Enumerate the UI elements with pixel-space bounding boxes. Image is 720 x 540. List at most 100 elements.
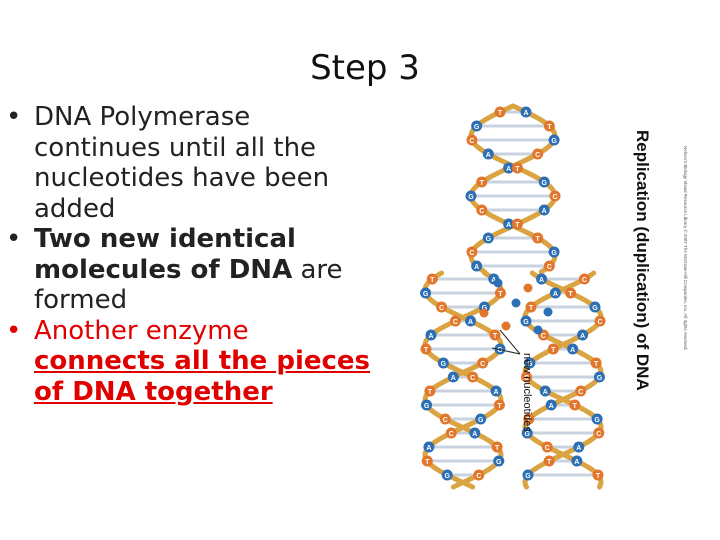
nucleotide-base bbox=[524, 357, 536, 369]
nucleotide-base bbox=[420, 287, 432, 299]
nucleotide-base bbox=[567, 343, 579, 355]
figure-credit: Nelson's Biology Visual Resource Library… bbox=[683, 146, 688, 351]
nucleotide-letter: T bbox=[573, 403, 578, 410]
nucleotide-letter: G bbox=[496, 459, 502, 466]
nucleotide-letter: G bbox=[597, 375, 603, 382]
nucleotide-letter: C bbox=[469, 250, 474, 257]
nucleotide-letter: G bbox=[482, 305, 488, 312]
nucleotide-base bbox=[489, 329, 501, 341]
nucleotide-letter: G bbox=[541, 180, 547, 187]
nucleotide-letter: C bbox=[547, 264, 552, 271]
nucleotide-base bbox=[465, 315, 477, 327]
nucleotide-letter: G bbox=[592, 305, 598, 312]
nucleotide-base bbox=[521, 427, 533, 439]
nucleotide-base bbox=[522, 469, 534, 481]
nucleotide-base bbox=[476, 204, 488, 216]
nucleotide-letter: A bbox=[472, 431, 477, 438]
nucleotide-letter: A bbox=[580, 333, 585, 340]
nucleotide-letter: T bbox=[547, 124, 552, 131]
nucleotide-letter: G bbox=[468, 194, 474, 201]
nucleotide-base bbox=[477, 357, 489, 369]
nucleotide-letter: A bbox=[574, 459, 579, 466]
nucleotide-base bbox=[449, 315, 461, 327]
nucleotide-base bbox=[547, 343, 559, 355]
nucleotide-base bbox=[424, 385, 436, 397]
nucleotide-letter: T bbox=[536, 236, 541, 243]
nucleotide-base bbox=[436, 301, 448, 313]
nucleotide-base bbox=[523, 413, 535, 425]
nucleotide-letter: A bbox=[570, 347, 575, 354]
free-nucleotide bbox=[479, 308, 489, 318]
nucleotide-letter: T bbox=[596, 473, 601, 480]
nucleotide-letter: G bbox=[497, 347, 503, 354]
nucleotide-letter: C bbox=[596, 431, 601, 438]
nucleotide-base bbox=[548, 134, 560, 146]
nucleotide-base bbox=[543, 455, 555, 467]
nucleotide-letter: G bbox=[523, 319, 529, 326]
nucleotide-letter: G bbox=[551, 138, 557, 145]
bullet-item: • DNA Polymerase continues until all the… bbox=[4, 102, 384, 224]
nucleotide-base bbox=[421, 399, 433, 411]
dna-strand bbox=[468, 103, 558, 275]
slide-title: Step 3 bbox=[310, 48, 420, 88]
nucleotide-letter: C bbox=[476, 473, 481, 480]
nucleotide-letter: C bbox=[578, 389, 583, 396]
nucleotide-letter: T bbox=[428, 389, 433, 396]
label-pointer bbox=[499, 329, 521, 355]
nucleotide-letter: C bbox=[535, 152, 540, 159]
nucleotide-base bbox=[423, 441, 435, 453]
nucleotide-letter: G bbox=[527, 361, 533, 368]
nucleotide-base bbox=[520, 106, 532, 118]
nucleotide-base bbox=[575, 385, 587, 397]
nucleotide-letter: T bbox=[493, 333, 498, 340]
nucleotide-base bbox=[532, 232, 544, 244]
nucleotide-letter: A bbox=[506, 166, 511, 173]
bullet-dot: • bbox=[6, 102, 22, 132]
nucleotide-base bbox=[548, 246, 560, 258]
bullet-dot: • bbox=[6, 224, 22, 254]
nucleotide-letter: T bbox=[498, 291, 503, 298]
nucleotide-base bbox=[573, 441, 585, 453]
nucleotide-base bbox=[545, 399, 557, 411]
nucleotide-base bbox=[426, 273, 438, 285]
nucleotide-letter: A bbox=[506, 222, 511, 229]
nucleotide-letter: T bbox=[515, 166, 520, 173]
nucleotide-base bbox=[593, 371, 605, 383]
nucleotide-letter: A bbox=[468, 319, 473, 326]
nucleotide-letter: C bbox=[524, 375, 529, 382]
nucleotide-letter: A bbox=[549, 403, 554, 410]
nucleotide-base bbox=[490, 385, 502, 397]
nucleotide-base bbox=[425, 329, 437, 341]
nucleotide-letter: T bbox=[594, 361, 599, 368]
nucleotide-base bbox=[536, 273, 548, 285]
nucleotide-base bbox=[577, 329, 589, 341]
nucleotide-letter: C bbox=[541, 333, 546, 340]
bullet-item: • Two new identical molecules of DNA are… bbox=[4, 224, 384, 316]
nucleotide-letter: A bbox=[542, 208, 547, 215]
nucleotide-letter: A bbox=[553, 291, 558, 298]
nucleotide-base bbox=[511, 218, 523, 230]
nucleotide-base bbox=[525, 301, 537, 313]
nucleotide-base bbox=[466, 134, 478, 146]
nucleotide-letter: A bbox=[543, 389, 548, 396]
nucleotide-base bbox=[593, 427, 605, 439]
new-nucleotides-label: new nucleotides bbox=[521, 353, 533, 432]
nucleotide-letter: A bbox=[428, 333, 433, 340]
nucleotide-letter: C bbox=[469, 138, 474, 145]
nucleotide-letter: C bbox=[449, 431, 454, 438]
nucleotide-base bbox=[591, 413, 603, 425]
nucleotide-letter: C bbox=[582, 277, 587, 284]
bullet-list: • DNA Polymerase continues until all the… bbox=[4, 102, 384, 407]
free-nucleotide bbox=[501, 321, 511, 331]
nucleotide-letter: T bbox=[480, 180, 485, 187]
nucleotide-base bbox=[532, 148, 544, 160]
nucleotide-letter: G bbox=[474, 124, 480, 131]
nucleotide-letter: T bbox=[515, 222, 520, 229]
nucleotide-letter: T bbox=[529, 305, 534, 312]
nucleotide-base bbox=[592, 469, 604, 481]
nucleotide-letter: A bbox=[523, 110, 528, 117]
nucleotide-base bbox=[439, 413, 451, 425]
free-nucleotide bbox=[523, 283, 533, 293]
